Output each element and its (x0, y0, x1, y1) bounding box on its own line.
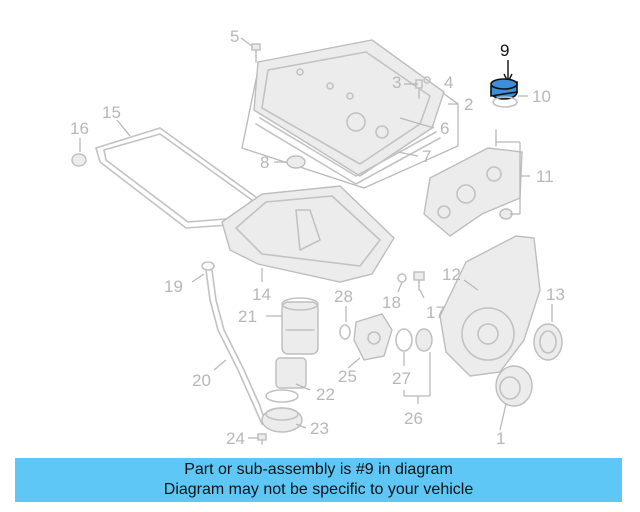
callout-25: 25 (338, 367, 357, 386)
callout-26: 26 (404, 409, 423, 428)
info-banner: Part or sub-assembly is #9 in diagram Di… (15, 458, 622, 502)
sender-18 (397, 273, 407, 283)
oil-filter (265, 357, 307, 403)
front-cover (439, 235, 541, 377)
oil-pan (221, 185, 395, 283)
filter-cap (261, 407, 303, 433)
callout-28: 28 (334, 287, 353, 306)
callout-15: 15 (102, 103, 121, 122)
callout-10: 10 (532, 87, 551, 106)
oil-filler-cap (490, 60, 518, 100)
callout-4: 4 (444, 73, 453, 92)
cover-bolt (251, 43, 261, 63)
callout-9: 9 (500, 41, 509, 60)
banner-line-1: Part or sub-assembly is #9 in diagram (184, 461, 453, 478)
callout-18: 18 (382, 293, 401, 312)
callout-6: 6 (440, 119, 449, 138)
filler-cap-seal (492, 96, 518, 108)
callout-20: 20 (192, 371, 211, 390)
callout-24: 24 (226, 429, 245, 448)
seal-27 (395, 328, 413, 352)
callout-5: 5 (230, 27, 239, 46)
callout-19: 19 (164, 277, 183, 296)
cap-26 (415, 328, 433, 352)
leader-lines (79, 37, 553, 439)
bracket-25 (353, 313, 393, 361)
callout-16: 16 (70, 119, 89, 138)
callout-21: 21 (238, 307, 257, 326)
callout-23: 23 (310, 419, 329, 438)
callout-3: 3 (392, 73, 401, 92)
callout-2: 2 (464, 95, 473, 114)
callout-8: 8 (260, 153, 269, 172)
callout-1: 1 (496, 429, 505, 448)
callout-22: 22 (316, 385, 335, 404)
callout-12: 12 (442, 265, 461, 284)
callout-14: 14 (252, 285, 271, 304)
callout-11: 11 (536, 167, 554, 186)
callout-13: 13 (546, 285, 565, 304)
callout-7: 7 (422, 147, 431, 166)
oil-filter-housing (281, 297, 319, 355)
cover-gasket-2 (255, 123, 441, 185)
plug-16 (71, 153, 87, 167)
dipstick (201, 261, 267, 425)
callout-27: 27 (392, 369, 411, 388)
timing-cover (423, 129, 523, 237)
sensor-17 (413, 271, 425, 291)
banner-line-2: Diagram may not be specific to your vehi… (163, 481, 474, 498)
crank-pulley (495, 365, 533, 407)
callout-17: 17 (426, 303, 445, 322)
seal-8 (286, 155, 306, 169)
o-ring-28 (339, 324, 351, 340)
drain-plug (257, 433, 267, 445)
seal-13 (533, 323, 563, 361)
cover-gasket (259, 117, 437, 177)
